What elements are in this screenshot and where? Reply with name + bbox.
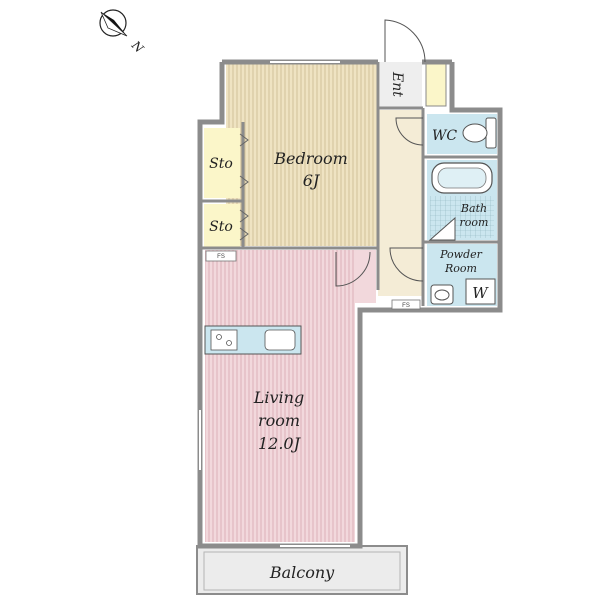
north-label: N — [128, 38, 146, 56]
storage-bottom-label: Sto — [209, 219, 233, 235]
storage-door-icon-2 — [239, 209, 249, 241]
washer-box — [465, 278, 496, 305]
fs-box-left — [205, 250, 237, 262]
storage-top-label: Sto — [209, 156, 233, 172]
powder-label-line2: Room — [444, 262, 477, 275]
storage-top-area — [204, 128, 240, 198]
fs-right-label: FS — [402, 303, 410, 309]
entrance-area — [380, 62, 422, 107]
powder-door-icon — [389, 247, 424, 282]
hallway-area — [378, 110, 423, 296]
bedroom-size-label: 6J — [303, 171, 321, 190]
sink-icon — [430, 284, 454, 305]
toilet-icon — [462, 117, 497, 149]
kitchen-counter — [204, 325, 302, 355]
wc-door-icon — [395, 117, 424, 146]
fs-left-label: FS — [217, 254, 225, 260]
powder-label-line1: Powder — [439, 248, 483, 261]
living-room-door-icon — [335, 251, 371, 287]
fs-box-right — [391, 299, 421, 310]
bath-label-line2: room — [460, 216, 489, 229]
living-size-label: 12.0J — [258, 434, 302, 453]
living-label-line2: room — [258, 411, 300, 430]
storage-bottom-area — [204, 204, 240, 248]
living-label-line1: Living — [253, 388, 304, 407]
shoe-cabinet — [425, 63, 447, 107]
interior-walls — [200, 62, 500, 306]
bath-door-icon — [428, 216, 456, 241]
balcony-label: Balcony — [269, 563, 335, 582]
entrance-door-icon — [384, 19, 426, 63]
north-arrow-icon — [99, 9, 128, 37]
bathtub-icon — [431, 162, 493, 194]
wc-label: WC — [432, 128, 457, 144]
bath-label-line1: Bath — [460, 202, 487, 215]
entrance-label: Ent — [389, 71, 405, 97]
washer-label: W — [472, 284, 489, 302]
balcony-inner-edge — [203, 551, 401, 591]
living-room-door-area — [335, 250, 376, 303]
bedroom-area — [226, 64, 378, 246]
window-frames — [270, 59, 350, 549]
living-room-area — [205, 250, 355, 542]
windows — [199, 61, 350, 547]
bedroom-label: Bedroom — [273, 149, 348, 168]
storage-door-icon — [239, 133, 249, 189]
